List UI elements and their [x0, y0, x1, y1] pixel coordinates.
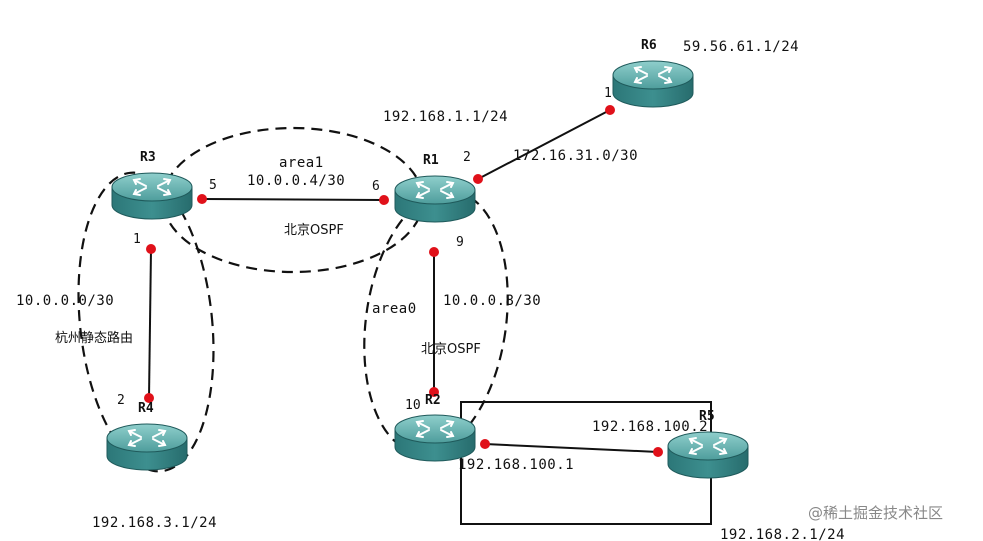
label-hangzhou-static: 杭州静态路由 [55, 330, 133, 346]
watermark: @稀土掘金技术社区 [808, 504, 943, 522]
port-dot-r3-1 [146, 244, 156, 254]
label-area0: area0 [372, 301, 417, 317]
port-label-r6-1: 1 [604, 86, 612, 101]
label-r6-lan: 59.56.61.1/24 [683, 39, 799, 55]
hangzhou-static-boundary [77, 171, 215, 473]
router-r2[interactable] [394, 414, 476, 462]
port-label-r1-6: 6 [372, 179, 380, 194]
port-dot-r4-2 [144, 393, 154, 403]
router-name-r6: R6 [641, 38, 657, 53]
label-beijing-ospf-bottom: 北京OSPF [421, 342, 481, 357]
port-label-r1-9: 9 [456, 235, 464, 250]
label-r4-lan: 192.168.3.1/24 [92, 515, 217, 531]
port-dot-r1-2 [473, 174, 483, 184]
port-dot-r1-6 [379, 195, 389, 205]
router-name-r1: R1 [423, 153, 439, 168]
label-area1: area1 [279, 155, 324, 171]
port-dot-r1-9 [429, 247, 439, 257]
port-label-r2-10: 10 [405, 398, 421, 413]
port-label-r3-5: 5 [209, 178, 217, 193]
label-r3-r1-net: 10.0.0.4/30 [247, 173, 345, 189]
label-r3-r4-net: 10.0.0.0/30 [16, 293, 114, 309]
port-dot-r3-5 [197, 194, 207, 204]
port-label-r3-1: 1 [133, 232, 141, 247]
link-r3-r1 [201, 198, 385, 201]
router-r4[interactable] [106, 423, 188, 471]
label-r2-r5-right: 192.168.100.2 [592, 419, 708, 435]
label-beijing-ospf-top: 北京OSPF [284, 223, 344, 238]
router-name-r3: R3 [140, 150, 156, 165]
link-r2-r5 [484, 443, 659, 453]
label-r1-lan: 192.168.1.1/24 [383, 109, 508, 125]
port-dot-r6-1 [605, 105, 615, 115]
port-dot-r5-r2 [653, 447, 663, 457]
router-r5[interactable] [667, 431, 749, 479]
link-r3-r4 [148, 248, 152, 399]
router-r6[interactable] [612, 60, 694, 108]
router-name-r4: R4 [138, 401, 154, 416]
port-dot-r2-10 [429, 387, 439, 397]
label-r1-r6-net: 172.16.31.0/30 [513, 148, 638, 164]
router-name-r2: R2 [425, 393, 441, 408]
label-r1-r2-net: 10.0.0.8/30 [443, 293, 541, 309]
port-label-r4-2: 2 [117, 393, 125, 408]
router-name-r5: R5 [699, 409, 715, 424]
port-dot-r2-r5 [480, 439, 490, 449]
link-r1-r6 [477, 109, 611, 180]
router-r1[interactable] [394, 175, 476, 223]
port-label-r1-2: 2 [463, 150, 471, 165]
label-r2-r5-left: 192.168.100.1 [458, 457, 574, 473]
router-r3[interactable] [111, 172, 193, 220]
label-r5-lan: 192.168.2.1/24 [720, 527, 845, 541]
